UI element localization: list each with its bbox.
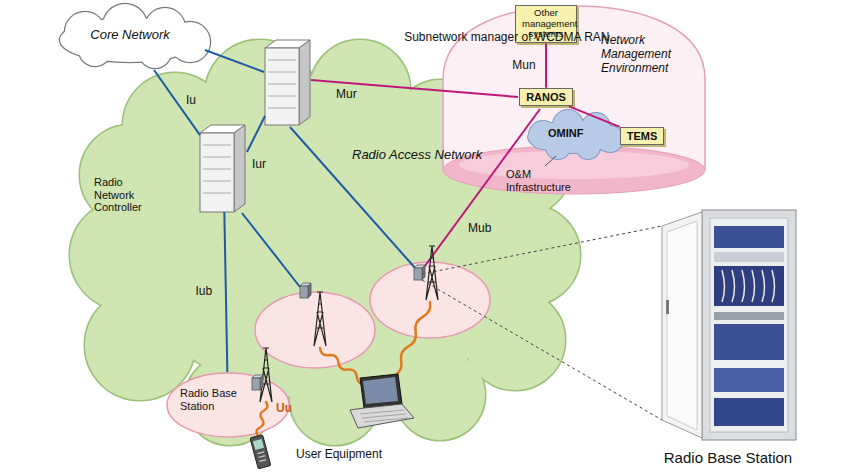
- ominf-cloud-outline: [528, 110, 623, 159]
- network-management-dome-outline: [459, 151, 689, 179]
- cloud-label: Radio Access Network: [352, 148, 502, 163]
- management-line: [311, 80, 540, 270]
- base-station-cabinet: [714, 266, 784, 306]
- base-station-symbol: [308, 283, 311, 298]
- radio-network-controller: Radio Network Controller: [200, 125, 247, 212]
- management-system-box: Other management systems: [515, 5, 577, 44]
- cell-area: [370, 262, 490, 338]
- ominf-cloud-outline: [528, 121, 616, 153]
- base-station-cabinet: [714, 324, 784, 360]
- interface-label: Mub: [468, 222, 491, 236]
- laptop: [360, 410, 408, 422]
- radio-base-station-cell-outline: [167, 373, 289, 437]
- group-label: User Equipment: [296, 448, 382, 462]
- ominf-cloud-outline: [528, 110, 623, 159]
- network-management-dome: Network Management Environment Other mana…: [443, 4, 705, 196]
- base-station-symbol: [260, 375, 263, 390]
- zoom-line: [422, 226, 662, 420]
- laptop: [350, 374, 414, 428]
- server-symbol: [265, 40, 310, 125]
- radio-wave: [256, 402, 267, 436]
- box-label: TEMS: [627, 130, 658, 143]
- cell-area: [255, 292, 375, 368]
- base-station-symbol: [422, 265, 425, 280]
- zoom-line: [422, 280, 662, 420]
- interface-line: [545, 43, 547, 87]
- node-label: Radio Base Station: [180, 387, 256, 412]
- interface-label: Mun: [512, 59, 535, 73]
- zoom-line: [422, 226, 662, 274]
- leader-line: [545, 156, 556, 166]
- base-station-cabinet: [667, 221, 697, 430]
- base-station-symbol: [300, 286, 308, 298]
- laptop: [363, 377, 398, 404]
- ominf-cloud-outline: [528, 121, 616, 153]
- mobile-phone: [257, 452, 266, 462]
- interface-line: [247, 116, 265, 152]
- radio-network-controller-outline: [234, 125, 245, 212]
- base-station-symbol: [252, 378, 260, 390]
- interface-label: Iub: [196, 285, 213, 299]
- radio-base-station-cell: Radio Base Station: [166, 372, 290, 438]
- mobile-phone: [250, 435, 271, 469]
- cloud-label: Core Network: [45, 28, 215, 43]
- interface-label: Mur: [336, 88, 357, 102]
- base-station-symbol: [414, 268, 422, 280]
- interface-line: [242, 213, 300, 287]
- base-station-cabinet: [662, 210, 796, 440]
- base-station-cabinet: [714, 368, 784, 392]
- server-symbol: [265, 48, 299, 125]
- callout-label: O&M Infrastructure: [506, 168, 588, 193]
- interface-label: Uu: [276, 402, 292, 416]
- radio-network-controller-outline: [203, 145, 231, 193]
- ominf-cloud: OMINFO&M Infrastructure: [518, 107, 626, 161]
- antenna-tower: [314, 292, 326, 346]
- caption: Radio Base Station: [662, 449, 794, 466]
- box-label: RANOS: [526, 91, 566, 104]
- radio-wave: [394, 302, 430, 376]
- base-station-cabinet: [714, 312, 784, 320]
- base-station-cabinet: [710, 218, 788, 432]
- server-symbol: [299, 40, 310, 125]
- interface-line: [569, 106, 620, 127]
- mobile-phone: [250, 435, 271, 469]
- ominf-cloud-outline: [528, 110, 623, 159]
- base-station-cabinet: [702, 210, 796, 440]
- interface-line: [224, 212, 227, 372]
- tems-box: TEMS: [620, 127, 665, 146]
- interface-label: Iu: [186, 94, 196, 108]
- laptop: [350, 404, 414, 428]
- cell-area: [255, 262, 490, 368]
- interface-line: [205, 50, 264, 72]
- ranos-box: Subnetwork manager of WCDMA RANRANOS: [519, 88, 573, 107]
- base-station-cabinet: [714, 252, 784, 262]
- callout-label: Subnetwork manager of WCDMA RAN: [404, 31, 499, 45]
- interface-line: [290, 127, 416, 269]
- core-network-cloud: Core Network: [45, 2, 215, 70]
- base-station-cabinet: [714, 398, 784, 426]
- laptop: [360, 374, 402, 408]
- base-station-cabinet: [662, 212, 702, 438]
- server-symbol: [268, 60, 296, 108]
- base-station-cabinet: [714, 226, 784, 248]
- radio-wave: [256, 302, 430, 436]
- box-label: Other management systems: [522, 8, 570, 41]
- radio-wave: [320, 348, 366, 384]
- base-station-cabinet: [722, 270, 775, 302]
- radio-network-controller-outline: [200, 125, 247, 212]
- region-label: Network Management Environment: [601, 34, 699, 75]
- antenna-tower: [260, 246, 438, 402]
- interface-label: Iur: [252, 158, 266, 172]
- base-station-cabinet: [666, 300, 669, 314]
- mobile-phone: [253, 439, 264, 450]
- radio-network-controller-outline: [200, 133, 234, 212]
- management-line: [422, 109, 540, 270]
- node-label: Radio Network Controller: [94, 176, 158, 214]
- antenna-tower: [426, 246, 438, 300]
- cloud-label: OMINF: [548, 127, 594, 140]
- interface-line: [154, 70, 200, 135]
